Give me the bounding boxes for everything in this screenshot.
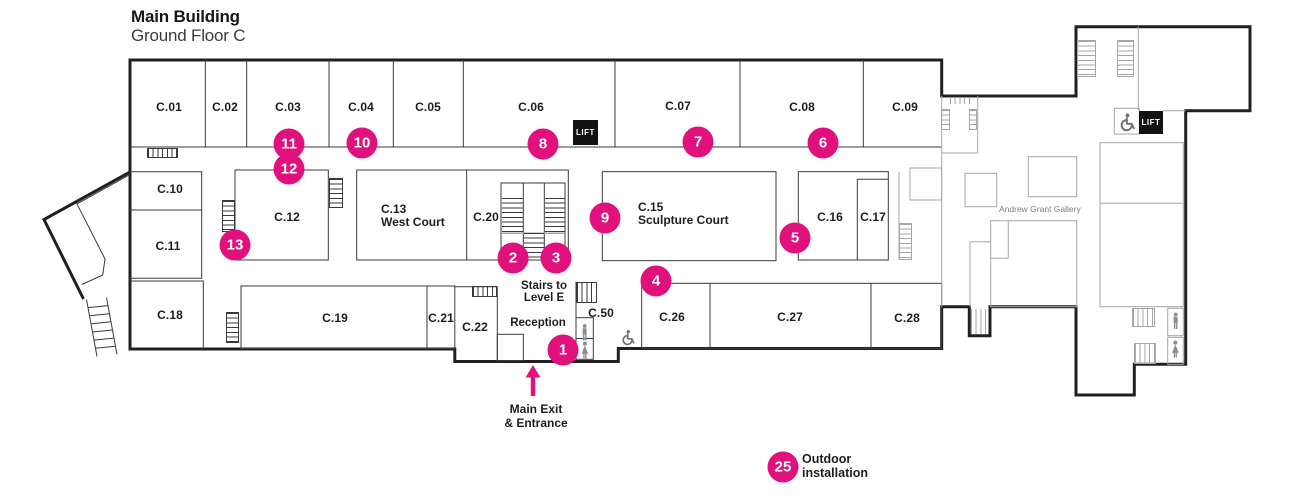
- stairs-hatch: [899, 223, 912, 260]
- room-label-c03: C.03: [275, 100, 301, 114]
- room-label-c10: C.10: [157, 182, 183, 196]
- map-marker-4: 4: [640, 265, 672, 297]
- stairs-to-label: Stairs to: [520, 280, 568, 292]
- room-name-sculpture-court: Sculpture Court: [638, 213, 729, 227]
- stairs-hatch: [940, 109, 950, 130]
- main-exit-label: Main Exit: [509, 402, 563, 416]
- stairs-hatch: [329, 178, 343, 209]
- map-marker-8: 8: [527, 128, 559, 160]
- lift-badge: LIFT: [1139, 110, 1163, 134]
- map-marker-9: 9: [589, 202, 621, 234]
- map-marker-25: 25: [767, 451, 799, 483]
- map-marker-5: 5: [779, 222, 811, 254]
- room-label-c50: C.50: [588, 306, 614, 320]
- room-label-c09: C.09: [892, 100, 918, 114]
- room-number-c15: C.15: [638, 200, 664, 214]
- male-toilet-icon: [1173, 312, 1178, 329]
- stairs-hatch: [226, 311, 240, 344]
- main-exit-entrance-label: Main Exit & Entrance: [504, 402, 568, 430]
- male-toilet-icon: [582, 324, 587, 341]
- room-label-c06: C.06: [518, 100, 544, 114]
- room-label-c22: C.22: [462, 320, 488, 334]
- room-label-c05: C.05: [415, 100, 441, 114]
- stairs-hatch: [222, 200, 235, 232]
- room-label-c26: C.26: [659, 310, 685, 324]
- map-title: Main Building Ground Floor C: [131, 7, 246, 45]
- stairs-hatch: [971, 309, 988, 334]
- map-marker-12: 12: [273, 153, 305, 184]
- entrance-label: & Entrance: [504, 415, 568, 430]
- stairs-hatch: [950, 97, 972, 104]
- installation-label: installation: [802, 466, 868, 480]
- map-marker-2: 2: [497, 242, 529, 274]
- stairs-hatch: [524, 233, 545, 260]
- map-marker-10: 10: [346, 127, 378, 159]
- outdoor-installation-label: Outdoor installation: [802, 452, 868, 480]
- room-label-c28: C.28: [894, 311, 920, 325]
- map-marker-13: 13: [219, 229, 251, 261]
- room-label-c16: C.16: [817, 210, 843, 224]
- map-marker-3: 3: [540, 242, 572, 274]
- stairs-hatch: [1116, 40, 1135, 77]
- room-label-c04: C.04: [348, 100, 374, 114]
- map-marker-6: 6: [807, 127, 839, 159]
- outdoor-label: Outdoor: [802, 452, 852, 466]
- level-e-label: Level E: [523, 292, 565, 304]
- room-label-c20: C.20: [473, 210, 499, 224]
- room-label-c01: C.01: [156, 100, 182, 114]
- wheelchair-icon: [622, 329, 635, 346]
- room-label-c11: C.11: [155, 239, 181, 253]
- room-name-west-court: West Court: [381, 215, 445, 229]
- room-label-c07: C.07: [665, 99, 691, 113]
- stairs-hatch: [471, 286, 498, 297]
- room-label-c27: C.27: [777, 310, 803, 324]
- stairs-hatch: [545, 198, 565, 234]
- room-label-c17: C.17: [860, 210, 886, 224]
- map-marker-7: 7: [682, 126, 714, 158]
- room-number-c13: C.13: [381, 202, 407, 216]
- lift-badge: LIFT: [573, 120, 598, 145]
- map-marker-1: 1: [547, 334, 579, 366]
- stairs-hatch: [1131, 308, 1155, 327]
- wheelchair-icon: [1120, 112, 1135, 132]
- room-label-c15: C.15 Sculpture Court: [638, 201, 729, 227]
- room-label-c18: C.18: [157, 308, 183, 322]
- room-label-c02: C.02: [212, 100, 238, 114]
- female-toilet-icon: [1172, 340, 1179, 358]
- room-label-c08: C.08: [789, 100, 815, 114]
- room-label-c13: C.13 West Court: [381, 203, 445, 229]
- andrew-grant-gallery-label: Andrew Grant Gallery: [999, 203, 1081, 214]
- stairs-hatch: [147, 148, 178, 158]
- stairs-hatch: [1076, 40, 1096, 77]
- stairs-hatch: [969, 109, 978, 130]
- room-label-c12: C.12: [274, 210, 300, 224]
- female-toilet-icon: [581, 341, 589, 359]
- stairs-hatch: [576, 281, 597, 304]
- room-label-c19: C.19: [322, 311, 348, 325]
- room-label-c21: C.21: [428, 311, 454, 325]
- up-arrow-icon: [525, 365, 541, 396]
- stairs-hatch: [502, 198, 524, 234]
- floor-name: Ground Floor C: [131, 26, 246, 45]
- building-name: Main Building: [131, 7, 240, 26]
- stairs-to-level-e-label: Stairs to Level E: [521, 280, 567, 304]
- stairs-hatch: [1134, 343, 1156, 365]
- reception-label: Reception: [510, 317, 566, 329]
